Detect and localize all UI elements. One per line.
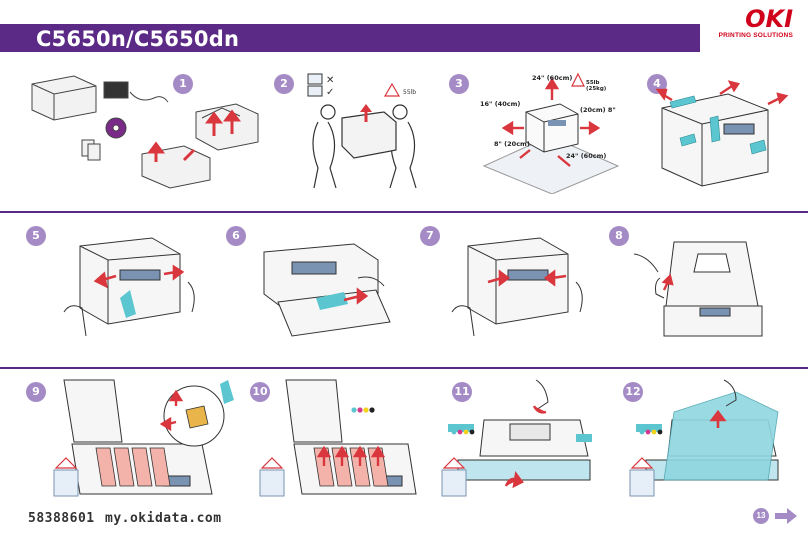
open-top-cover-illustration <box>634 232 774 344</box>
remove-tape-illustration <box>650 80 790 190</box>
page-title: C5650n/C5650dn <box>36 27 240 51</box>
clearance-label-top: 24" (60cm) <box>532 74 573 82</box>
close-front-cover-illustration <box>448 232 588 342</box>
step-badge-10: 10 <box>250 382 270 402</box>
clearance-label-right: (20cm) 8" <box>580 106 616 114</box>
step-badge-1: 1 <box>173 74 193 94</box>
row-divider <box>0 211 808 213</box>
remove-packing-illustration <box>258 232 398 342</box>
svg-text:✕: ✕ <box>326 75 334 86</box>
clearance-labels: 24" (60cm) 16" (40cm) (20cm) 8" 8" (20cm… <box>480 70 620 194</box>
step-badge-9: 9 <box>26 382 46 402</box>
title-band <box>0 24 700 52</box>
step-badge-7: 7 <box>420 226 440 246</box>
remove-protective-sheet-illustration <box>628 376 788 502</box>
lift-printer-illustration: ✕ ✓ 55lb <box>300 72 430 190</box>
step-badge-3: 3 <box>449 74 469 94</box>
row-divider <box>0 367 808 369</box>
page-number-badge: 13 <box>753 508 769 524</box>
remove-drum-tape-illustration <box>440 376 600 502</box>
unpack-printer-illustration <box>26 72 262 194</box>
logo-tagline: PRINTING SOLUTIONS <box>718 32 793 39</box>
support-url[interactable]: my.okidata.com <box>105 511 222 526</box>
oki-logo: OKI PRINTING SOLUTIONS <box>703 6 793 46</box>
clearance-label-front: 24" (60cm) <box>566 152 607 160</box>
step-badge-6: 6 <box>226 226 246 246</box>
logo-wordmark: OKI <box>745 5 793 33</box>
next-page-arrow-icon[interactable] <box>773 507 799 525</box>
remove-drum-lock-illustration <box>52 376 242 502</box>
part-number: 58388601 <box>28 511 95 526</box>
step-badge-5: 5 <box>26 226 46 246</box>
step-badge-11: 11 <box>452 382 472 402</box>
step-badge-2: 2 <box>274 74 294 94</box>
svg-text:55lb: 55lb <box>403 89 416 96</box>
step-badge-12: 12 <box>623 382 643 402</box>
clearance-illustration <box>480 70 620 194</box>
clearance-label-front-left: 8" (20cm) <box>494 140 530 148</box>
open-front-cover-illustration <box>60 232 200 342</box>
lift-drums-illustration <box>258 376 418 502</box>
weight-warning-label: 55lb (25kg) <box>586 80 607 92</box>
step-badge-8: 8 <box>609 226 629 246</box>
clearance-label-left: 16" (40cm) <box>480 100 521 108</box>
svg-text:✓: ✓ <box>326 87 334 98</box>
